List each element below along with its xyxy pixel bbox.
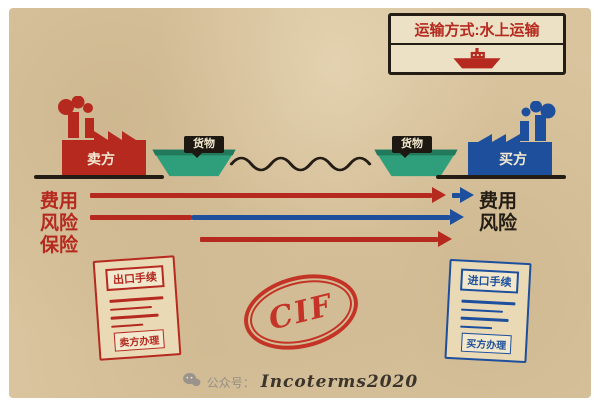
cost-label-left: 费用 (40, 191, 79, 212)
insurance-label-left: 保险 (40, 235, 79, 256)
risk-arrow-buyer (192, 215, 450, 220)
buyer-factory-icon: 买方 (462, 101, 558, 176)
export-doc-handler: 卖方办理 (113, 329, 165, 352)
transport-ship-icon (391, 45, 563, 72)
wechat-account-name: Incoterms2020 (260, 372, 419, 392)
cost-label-right: 费用 (479, 191, 518, 212)
risk-arrow-seller (90, 215, 192, 220)
cost-arrow-buyer (452, 193, 460, 198)
seller-label: 卖方 (87, 151, 115, 167)
risk-arrowhead-buyer (450, 209, 464, 225)
ground-line-left (34, 175, 164, 179)
transport-mode-box: 运输方式:水上运输 (388, 13, 566, 75)
seller-factory-icon: 卖方 (56, 96, 152, 176)
import-document-icon: 进口手续 买方办理 (444, 258, 532, 364)
wechat-account-label: 公众号： (206, 375, 255, 390)
ground-line-right (436, 175, 566, 179)
export-doc-lines (109, 296, 165, 328)
import-doc-title: 进口手续 (460, 268, 520, 294)
export-document-icon: 出口手续 卖方办理 (92, 255, 182, 361)
insurance-arrowhead-seller (438, 231, 452, 247)
transport-mode-title: 运输方式:水上运输 (391, 16, 563, 45)
risk-label-right: 风险 (479, 213, 518, 234)
import-doc-handler: 买方办理 (460, 332, 512, 355)
wechat-icon (182, 372, 201, 392)
buyer-label: 买方 (499, 151, 527, 167)
footer-credit: 公众号： Incoterms2020 (0, 372, 600, 392)
export-doc-title: 出口手续 (105, 265, 165, 292)
import-doc-lines (460, 299, 516, 331)
cargo-badge-right: 货物 (392, 136, 432, 158)
insurance-arrow-seller (200, 237, 438, 242)
cost-arrowhead-buyer (460, 187, 474, 203)
cargo-badge-left: 货物 (184, 136, 224, 158)
cost-arrowhead-seller (432, 187, 446, 203)
cost-arrow-seller (90, 193, 432, 198)
water-wave-line (229, 150, 377, 181)
risk-label-left: 风险 (40, 213, 79, 234)
